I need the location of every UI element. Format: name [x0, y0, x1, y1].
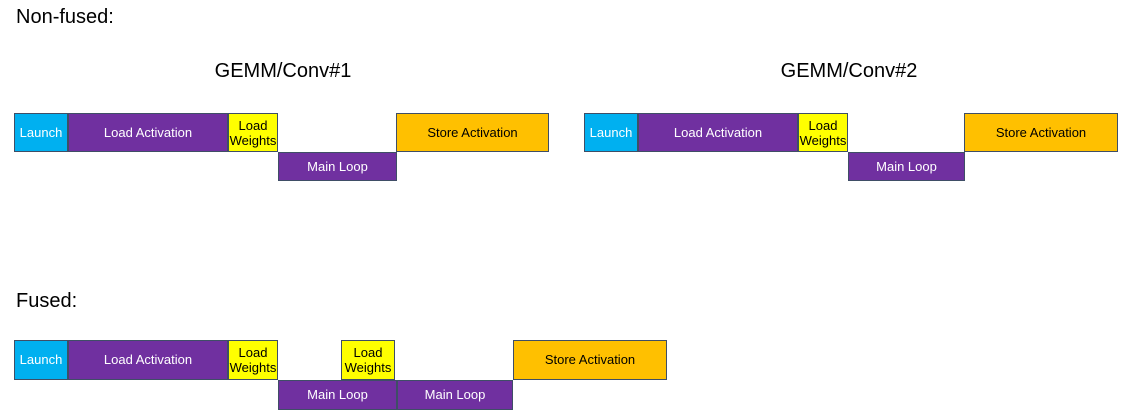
bar-label: Store Activation [427, 124, 518, 140]
bar-main-loop-kernel2[interactable]: Main Loop [848, 152, 965, 181]
kernel-title-gemm-conv-2: GEMM/Conv#2 [780, 60, 918, 82]
bar-store-activation-kernel1[interactable]: Store Activation [396, 113, 549, 152]
bar-main-loop-kernel1[interactable]: Main Loop [278, 152, 397, 181]
bar-launch-kernel2[interactable]: Launch [584, 113, 638, 152]
non-fused-section-label: Non-fused: [16, 6, 114, 28]
bar-label: Launch [589, 124, 633, 140]
bar-load-activation-kernel2[interactable]: Load Activation [638, 113, 798, 152]
bar-load-activation-fused[interactable]: Load Activation [68, 340, 228, 380]
bar-store-activation-kernel2[interactable]: Store Activation [964, 113, 1118, 152]
bar-launch-kernel1[interactable]: Launch [14, 113, 68, 152]
bar-main-loop-fused-1[interactable]: Main Loop [278, 380, 397, 410]
bar-label: Store Activation [544, 352, 636, 367]
bar-label: Store Activation [995, 124, 1087, 140]
bar-load-activation-kernel1[interactable]: Load Activation [68, 113, 228, 152]
bar-label: Launch [19, 124, 63, 140]
bar-store-activation-fused[interactable]: Store Activation [513, 340, 667, 380]
bar-label: Main Loop [307, 158, 368, 174]
bar-label: Load Activation [103, 352, 193, 367]
bar-launch-fused[interactable]: Launch [14, 340, 68, 380]
bar-label: Main Loop [424, 387, 486, 402]
bar-label: Main Loop [307, 387, 368, 402]
kernel-title-gemm-conv-1: GEMM/Conv#1 [214, 60, 352, 82]
bar-label: Launch [19, 352, 63, 367]
fused-section-label: Fused: [16, 290, 78, 312]
bar-label: Load Activation [673, 124, 763, 140]
bar-label: Main Loop [876, 158, 937, 174]
bar-label: Load Activation [103, 124, 193, 140]
bar-main-loop-fused-2[interactable]: Main Loop [397, 380, 513, 410]
